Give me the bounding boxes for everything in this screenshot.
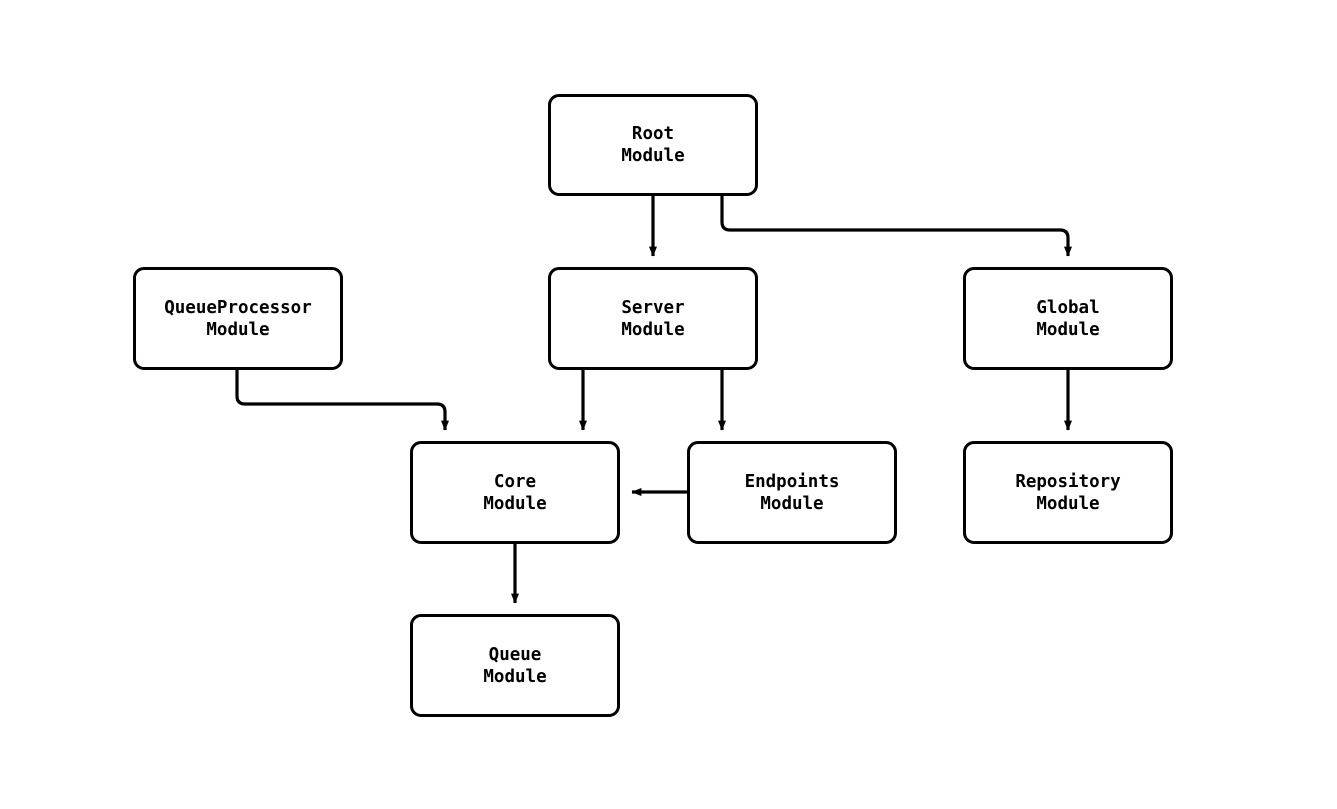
node-label-repository: Repository Module xyxy=(1015,471,1121,514)
node-label-endpoints: Endpoints Module xyxy=(744,471,840,514)
node-endpoints[interactable]: Endpoints Module xyxy=(687,441,897,544)
node-root[interactable]: Root Module xyxy=(548,94,758,196)
node-global[interactable]: Global Module xyxy=(963,267,1173,370)
node-label-core: Core Module xyxy=(483,471,547,514)
node-label-queueprocessor: QueueProcessor Module xyxy=(164,297,312,340)
node-label-root: Root Module xyxy=(621,124,685,166)
node-core[interactable]: Core Module xyxy=(410,441,620,544)
node-queueprocessor[interactable]: QueueProcessor Module xyxy=(133,267,343,370)
edge-queueprocessor-to-core xyxy=(235,370,449,431)
node-repository[interactable]: Repository Module xyxy=(963,441,1173,544)
node-label-server: Server Module xyxy=(621,297,685,340)
node-label-global: Global Module xyxy=(1036,297,1100,340)
node-server[interactable]: Server Module xyxy=(548,267,758,370)
edge-root-to-global xyxy=(720,196,1072,257)
node-label-queue: Queue Module xyxy=(483,644,547,687)
node-queue[interactable]: Queue Module xyxy=(410,614,620,717)
